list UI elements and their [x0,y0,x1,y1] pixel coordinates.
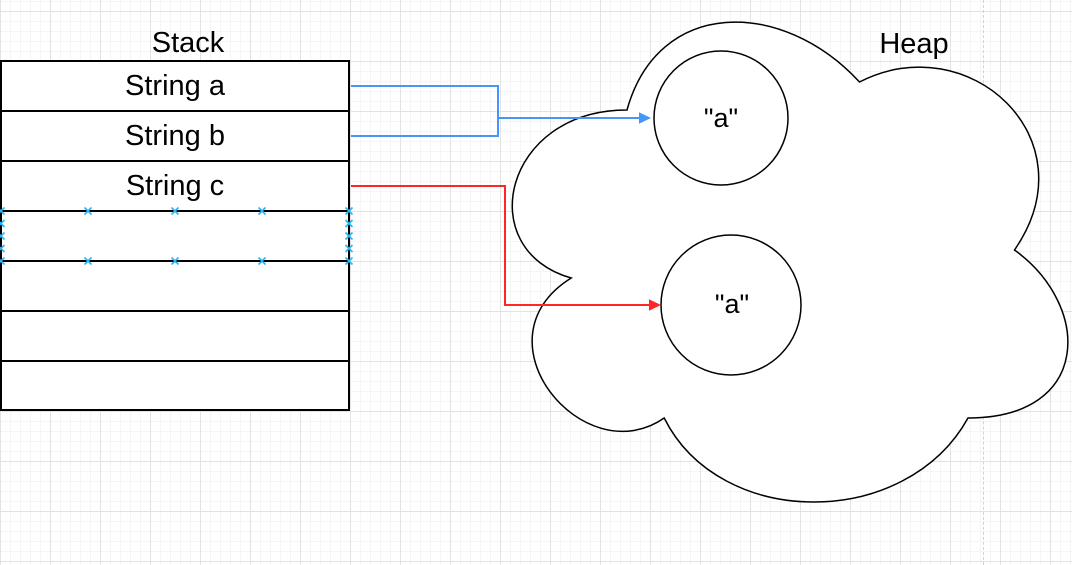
arrowhead-red-icon [649,299,661,311]
arrowhead-blue-icon [639,112,651,124]
edge-string-a-to-object1[interactable] [351,85,640,119]
edge-string-c-to-object2[interactable] [351,185,649,306]
stack-row-string-a[interactable]: String a [125,70,225,102]
stack-row-empty-3[interactable] [0,311,350,361]
stack-row-empty-4[interactable] [0,361,350,411]
heap-object-circle-1[interactable] [653,50,789,186]
connection-point-icon [0,206,354,266]
stack-row-string-b[interactable]: String b [125,120,225,152]
stack-row-empty-1[interactable] [0,211,350,261]
stack-title[interactable]: Stack [151,27,225,59]
heap-cloud-shape[interactable] [511,21,1069,503]
stack-table[interactable] [0,60,350,411]
stack-row-empty-2[interactable] [0,261,350,311]
heap-object-1-label[interactable]: "a" [703,103,739,133]
edge-string-b-to-object1[interactable] [351,118,499,137]
heap-title[interactable]: Heap [879,28,949,60]
stack-table-outline[interactable] [0,60,350,411]
stack-row-string-c[interactable]: String c [125,170,225,202]
heap-object-2-label[interactable]: "a" [714,289,750,319]
